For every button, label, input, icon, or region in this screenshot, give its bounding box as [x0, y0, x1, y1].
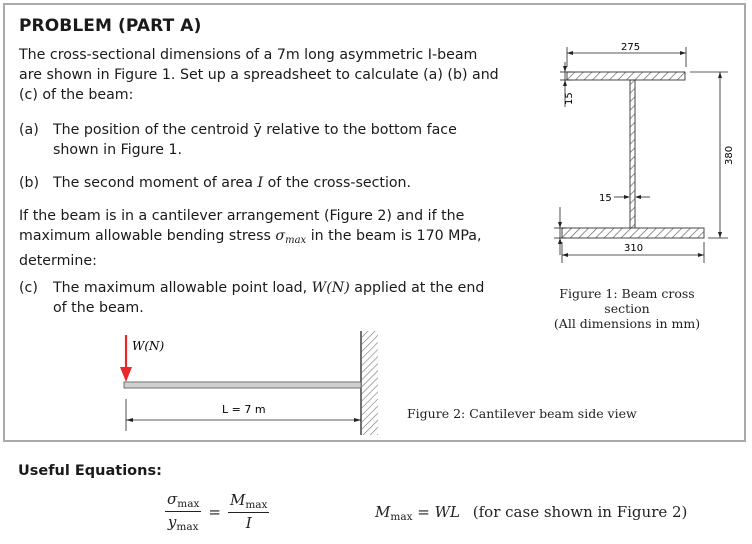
- cantilever-beam: [123, 381, 362, 389]
- figure2-caption: Figure 2: Cantilever beam side view: [407, 406, 637, 421]
- useful-equations-heading: Useful Equations:: [18, 463, 162, 479]
- wall-hatch: [362, 331, 378, 435]
- length-label: L = 7 m: [222, 403, 266, 416]
- part-b-label: (b): [19, 175, 40, 191]
- part-c: (c) The maximum allowable point load, W(…: [19, 280, 485, 316]
- part-a-label: (a): [19, 122, 39, 138]
- condition-text: If the beam is in a cantilever arrangeme…: [19, 208, 482, 269]
- top-flange: [566, 71, 686, 81]
- bottom-width-label: 310: [624, 243, 643, 254]
- load-arrow-head: [120, 367, 132, 382]
- load-label: W(N): [132, 339, 165, 353]
- top-thickness-label: 15: [564, 92, 575, 105]
- problem-title: PROBLEM (PART A): [19, 16, 202, 36]
- intro-text: The cross-sectional dimensions of a 7m l…: [19, 47, 499, 103]
- moment-equation: Mmax = WL (for case shown in Figure 2): [375, 503, 688, 523]
- web-thickness-label: 15: [599, 193, 612, 204]
- height-label: 380: [724, 146, 735, 165]
- part-c-label: (c): [19, 280, 38, 296]
- part-a: (a) The position of the centroid ȳ relat…: [19, 122, 457, 158]
- problem-panel: PROBLEM (PART A) The cross-sectional dim…: [3, 3, 746, 442]
- web: [629, 79, 636, 229]
- part-b: (b) The second moment of area I of the c…: [19, 175, 412, 191]
- bottom-flange: [561, 227, 705, 239]
- beam-cross-section-figure: 275 15 15 20 310: [550, 42, 735, 263]
- top-width-label: 275: [621, 42, 640, 53]
- figure1-caption: Figure 1: Beam cross section (All dimens…: [553, 286, 701, 331]
- cantilever-figure: W(N) L = 7 m: [120, 331, 378, 435]
- bottom-thickness-label: 20: [550, 200, 553, 213]
- bending-stress-equation: σmax ymax = Mmax I: [165, 490, 270, 533]
